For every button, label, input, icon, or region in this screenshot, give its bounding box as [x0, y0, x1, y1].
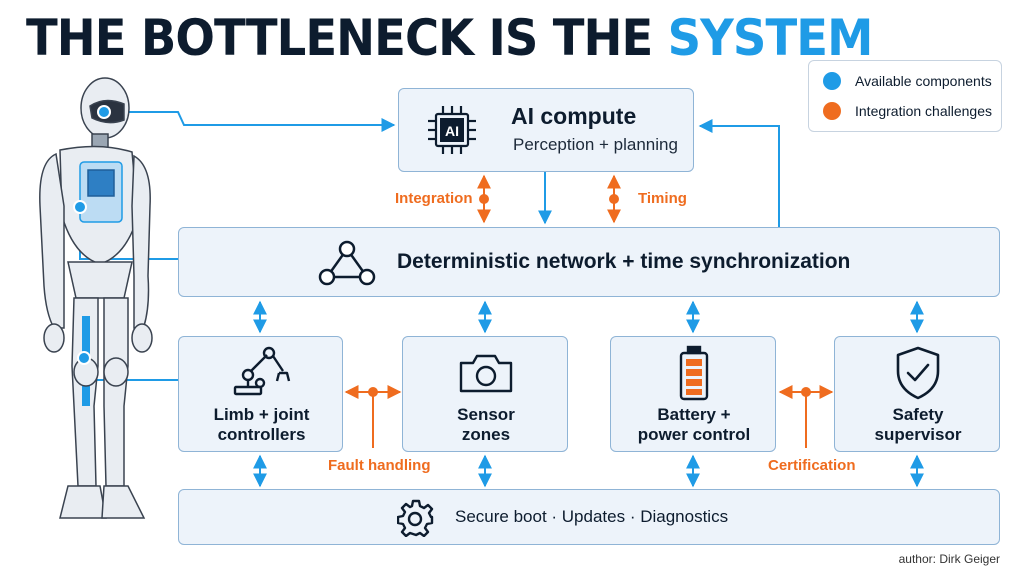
battery-icon: [679, 345, 709, 401]
challenge-integration-connector: [477, 174, 491, 224]
ai-chip-icon: AI: [428, 106, 476, 154]
safety-supervisor-label: Safety supervisor: [835, 405, 1001, 445]
challenge-certification-connector: [778, 385, 834, 448]
limb-controllers-label: Limb + joint controllers: [179, 405, 344, 445]
author-credit: author: Dirk Geiger: [898, 552, 1000, 566]
legend-label-available: Available components: [855, 73, 992, 89]
sensor-zones-box: Sensor zones: [402, 336, 568, 452]
shield-check-icon: [896, 346, 940, 400]
sensor-zones-label: Sensor zones: [403, 405, 569, 445]
title-accent: SYSTEM: [667, 9, 874, 67]
camera-icon: [459, 354, 513, 393]
battery-power-label: Battery + power control: [611, 405, 777, 445]
battery-label-line-2: power control: [637, 425, 751, 444]
legend-item-available: Available components: [823, 72, 992, 90]
gear-icon: [397, 499, 434, 537]
humanoid-robot-illustration: [39, 77, 153, 519]
legend-label-challenges: Integration challenges: [855, 103, 992, 119]
safety-label-line-1: Safety: [892, 405, 944, 424]
challenge-timing-label: Timing: [638, 190, 687, 207]
legend-dot-challenges: [823, 102, 841, 120]
challenge-integration-label: Integration: [395, 190, 473, 207]
battery-power-box: Battery + power control: [610, 336, 776, 452]
challenge-fault-connector: [344, 385, 402, 448]
link-network-to-ai: [698, 119, 780, 228]
network-box: Deterministic network + time synchroniza…: [178, 227, 1000, 297]
network-label: Deterministic network + time synchroniza…: [397, 250, 851, 273]
limb-label-line-2: controllers: [217, 425, 306, 444]
legend-dot-available: [823, 72, 841, 90]
safety-label-line-2: supervisor: [874, 425, 962, 444]
ai-compute-subtitle: Perception + planning: [513, 135, 678, 154]
ai-compute-box: AI AI compute Perception + planning: [398, 88, 694, 172]
link-head-to-ai: [104, 111, 396, 132]
ai-chip-text: AI: [445, 123, 459, 139]
network-graph-icon: [318, 240, 376, 286]
sensor-label-line-2: zones: [461, 425, 511, 444]
robot-arm-icon: [233, 346, 291, 396]
limb-controllers-box: Limb + joint controllers: [178, 336, 343, 452]
challenge-fault-label: Fault handling: [328, 457, 431, 474]
safety-supervisor-box: Safety supervisor: [834, 336, 1000, 452]
challenge-certification-label: Certification: [768, 457, 856, 474]
legend-item-challenges: Integration challenges: [823, 102, 992, 120]
legend: Available components Integration challen…: [808, 60, 1002, 132]
page-title: THE BOTTLENECK IS THE SYSTEM: [26, 6, 874, 70]
limb-label-line-1: Limb + joint: [213, 405, 310, 424]
title-prefix: THE BOTTLENECK IS THE: [26, 9, 653, 67]
ai-compute-title: AI compute: [511, 103, 637, 129]
secure-boot-box: Secure boot · Updates · Diagnostics: [178, 489, 1000, 545]
secure-boot-label: Secure boot · Updates · Diagnostics: [455, 507, 729, 526]
battery-label-line-1: Battery +: [657, 405, 731, 424]
challenge-timing-connector: [607, 174, 621, 224]
sensor-label-line-1: Sensor: [457, 405, 515, 424]
